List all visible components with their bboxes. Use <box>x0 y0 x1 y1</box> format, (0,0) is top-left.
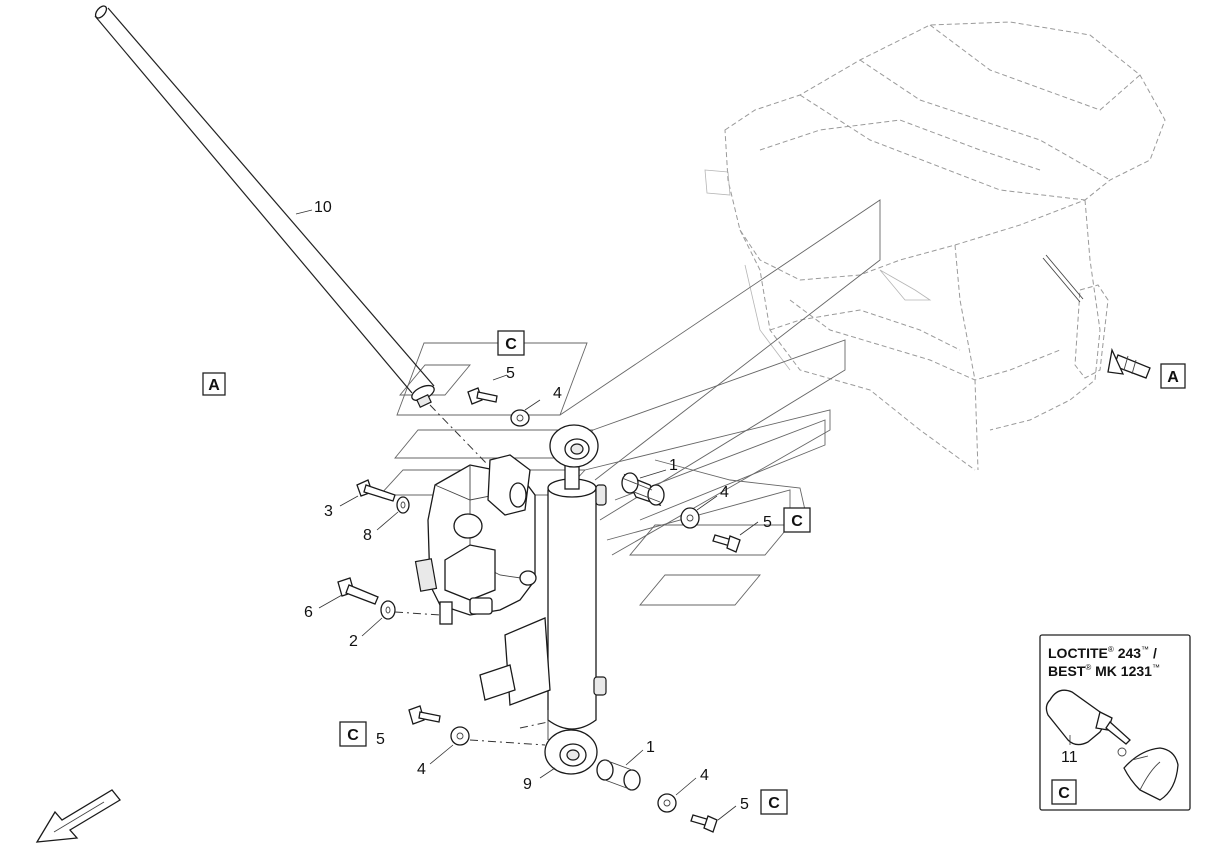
fastener-5-left <box>408 705 441 725</box>
callout-1-bottom: 1 <box>646 739 655 756</box>
callout-5-bottom: 5 <box>740 796 749 813</box>
callout-2: 2 <box>349 633 358 650</box>
hydraulic-cylinder <box>479 424 607 775</box>
callout-4-left: 4 <box>417 761 426 778</box>
seat-assembly-ghost <box>704 21 1166 471</box>
lever-ghost <box>1042 257 1081 303</box>
svg-text:C: C <box>791 513 803 530</box>
svg-text:C: C <box>768 795 780 812</box>
rod-part-10 <box>94 5 489 466</box>
callout-6: 6 <box>304 604 313 621</box>
svg-text:C: C <box>347 727 359 744</box>
callout-5-top: 5 <box>506 365 515 382</box>
view-label-c-bottom: C <box>760 789 788 815</box>
view-label-a-left: A <box>202 372 226 396</box>
washer-8 <box>396 496 410 514</box>
callout-8: 8 <box>363 527 372 544</box>
loctite-line-1: LOCTITE® 243™ / <box>1048 645 1157 661</box>
adhesive-bottle-icon <box>1045 689 1131 757</box>
callout-4-right: 4 <box>720 484 729 501</box>
callout-9: 9 <box>523 776 532 793</box>
washer-2 <box>380 600 396 620</box>
callout-10: 10 <box>314 199 332 216</box>
washer-4-bottom <box>657 793 677 813</box>
washer-4-left <box>450 726 470 746</box>
callout-4-bottom: 4 <box>700 767 709 784</box>
washer-4-right <box>680 507 700 529</box>
loctite-view-label: C <box>1058 785 1070 802</box>
loctite-line-2: BEST® MK 1231™ <box>1048 663 1160 679</box>
callout-labels: 10 5 4 3 8 1 4 5 6 2 5 4 1 9 4 5 <box>304 199 772 813</box>
callout-4-top: 4 <box>553 385 562 402</box>
view-arrow-icon <box>1107 347 1151 379</box>
callout-1-top: 1 <box>669 457 678 474</box>
fastener-6-bolt <box>337 577 379 605</box>
loctite-part-number: 11 <box>1061 749 1078 766</box>
view-label-a-right: A <box>1160 363 1186 389</box>
fastener-5-bottom <box>690 814 718 833</box>
callout-5-left: 5 <box>376 731 385 748</box>
leader-lines <box>295 209 759 821</box>
fastener-5-top <box>467 387 498 405</box>
bushing-1-bottom <box>596 759 641 791</box>
svg-text:C: C <box>505 336 517 353</box>
view-label-c-right: C <box>783 507 811 533</box>
direction-arrow-icon <box>35 789 121 843</box>
fastener-5-right <box>712 534 741 553</box>
washer-4-top <box>510 409 530 427</box>
callout-3: 3 <box>324 503 333 520</box>
svg-text:A: A <box>208 377 220 394</box>
callout-5-right: 5 <box>763 514 772 531</box>
view-label-c-left: C <box>339 721 367 747</box>
fastener-3-bolt <box>356 479 396 502</box>
hand-icon <box>1123 747 1179 801</box>
bushing-1-top <box>621 472 665 507</box>
bracket-assembly <box>414 454 537 625</box>
loctite-detail-panel: LOCTITE® 243™ / BEST® MK 1231™ 11 C <box>1039 634 1191 811</box>
view-label-c-top: C <box>497 330 525 356</box>
svg-text:A: A <box>1167 369 1179 386</box>
